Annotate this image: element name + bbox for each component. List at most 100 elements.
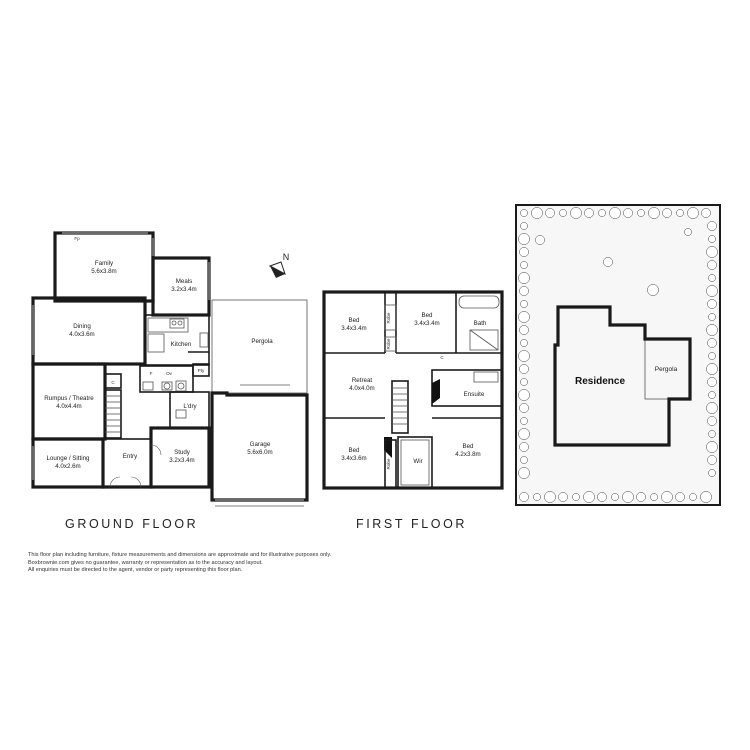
fixture-cupboard-first: C [440, 355, 444, 360]
room-dim-retreat: 4.0x4.0m [349, 385, 374, 392]
shrub-icon [706, 285, 718, 297]
room-dim-study: 3.2x3.4m [169, 457, 194, 464]
shrub-icon [689, 493, 697, 501]
fixture-fridge: F [150, 371, 153, 376]
ground-floor-plan [31, 231, 309, 507]
shrub-icon [708, 352, 716, 360]
shrub-icon [707, 221, 717, 231]
shrub-icon [533, 493, 541, 501]
shrub-icon [648, 207, 660, 219]
room-label-study: Study [174, 449, 191, 456]
first-floor-labels: Bed 3.4x3.4m Bed 3.4x3.4m Bath Retreat 4… [341, 312, 487, 469]
shrub-icon [650, 493, 658, 501]
shrub-icon [708, 391, 716, 399]
ground-floor-labels: Family 5.6x3.8m Meals 3.2x3.4m Dining 4.… [44, 236, 273, 470]
compass: N [268, 252, 290, 278]
shrub-icon [611, 493, 619, 501]
shrub-icon [519, 492, 529, 502]
room-label-kitchen: Kitchen [171, 341, 192, 348]
shrub-icon [706, 402, 718, 414]
room-dim-dining: 4.0x3.6m [69, 331, 94, 338]
shrub-icon [520, 300, 528, 308]
shrub-icon [519, 364, 529, 374]
shrub-icon [687, 207, 699, 219]
shrub-icon [706, 363, 718, 375]
room-dim-bed-1: 3.4x3.4m [341, 325, 366, 332]
shrub-icon [707, 377, 717, 387]
shrub-icon [518, 272, 530, 284]
room-label-entry: Entry [123, 453, 138, 460]
shrub-icon [520, 222, 528, 230]
room-label-meals: Meals [176, 278, 193, 285]
site-pergola-label: Pergola [655, 366, 678, 373]
room-label-laundry: L'dry [183, 403, 197, 410]
shrub-icon [684, 228, 692, 236]
shrub-icon [519, 403, 529, 413]
disclaimer: This floor plan including furniture, fix… [28, 552, 331, 575]
room-label-pergola-ground: Pergola [251, 338, 273, 345]
shrub-icon [647, 284, 659, 296]
room-dim-lounge: 4.0x2.6m [55, 463, 80, 470]
shrub-icon [707, 416, 717, 426]
shrub-icon [623, 208, 633, 218]
shrub-icon [700, 491, 712, 503]
shrub-icon [636, 492, 646, 502]
room-dim-family: 5.6x3.8m [91, 268, 116, 275]
first-floor-title: FIRST FLOOR [356, 517, 468, 531]
shrub-icon [637, 209, 645, 217]
shrub-icon [544, 491, 556, 503]
room-label-lounge: Lounge / Sitting [46, 455, 90, 462]
shrub-icon [518, 467, 530, 479]
room-label-garage: Garage [250, 441, 271, 448]
shrub-icon [559, 209, 567, 217]
shrub-icon [706, 324, 718, 336]
fixture-fireplace: Fp [74, 236, 80, 241]
shrub-icon [707, 299, 717, 309]
shrub-icon [701, 208, 711, 218]
fixture-oven: Ov [166, 371, 173, 376]
shrub-icon [583, 491, 595, 503]
shrub-icon [518, 428, 530, 440]
room-dim-rumpus: 4.0x4.4m [56, 403, 81, 410]
room-label-family: Family [95, 260, 114, 267]
shrub-icon [520, 417, 528, 425]
shrub-icon [706, 441, 718, 453]
fixture-robe-3: Robe [386, 458, 391, 469]
shrub-icon [545, 208, 555, 218]
shrub-icon [609, 207, 621, 219]
shrub-icon [597, 492, 607, 502]
shrub-icon [520, 209, 528, 217]
room-label-bed-4: Bed [462, 443, 474, 450]
shrub-icon [707, 260, 717, 270]
shrub-icon [558, 492, 568, 502]
room-label-wir: Wir [413, 458, 422, 465]
shrub-icon [518, 389, 530, 401]
room-label-rumpus: Rumpus / Theatre [44, 395, 94, 402]
fixture-pantry: Pty [198, 368, 205, 373]
shrub-icon [622, 491, 634, 503]
shrub-icon [520, 339, 528, 347]
fixture-robe-2: Robe [386, 338, 391, 349]
disclaimer-line: All enquiries must be directed to the ag… [28, 567, 243, 574]
shrub-icon [707, 338, 717, 348]
room-label-retreat: Retreat [352, 377, 373, 384]
shrub-icon [519, 442, 529, 452]
ground-floor-title: GROUND FLOOR [65, 517, 199, 531]
first-floor-plan [322, 290, 504, 490]
shrub-icon [662, 208, 672, 218]
shrub-icon [603, 257, 613, 267]
shrub-icon [572, 493, 580, 501]
site-plan: Residence Pergola [515, 204, 721, 506]
room-label-ensuite: Ensuite [464, 391, 485, 398]
site-residence-label: Residence [575, 376, 625, 387]
room-label-bed-2: Bed [421, 312, 433, 319]
shrub-icon [535, 235, 545, 245]
compass-north-label: N [283, 252, 290, 262]
shrub-icon [708, 469, 716, 477]
shrub-icon [676, 209, 684, 217]
shrub-icon [519, 247, 529, 257]
room-dim-bed-2: 3.4x3.4m [414, 320, 439, 327]
room-label-dining: Dining [73, 323, 91, 330]
shrub-icon [519, 286, 529, 296]
